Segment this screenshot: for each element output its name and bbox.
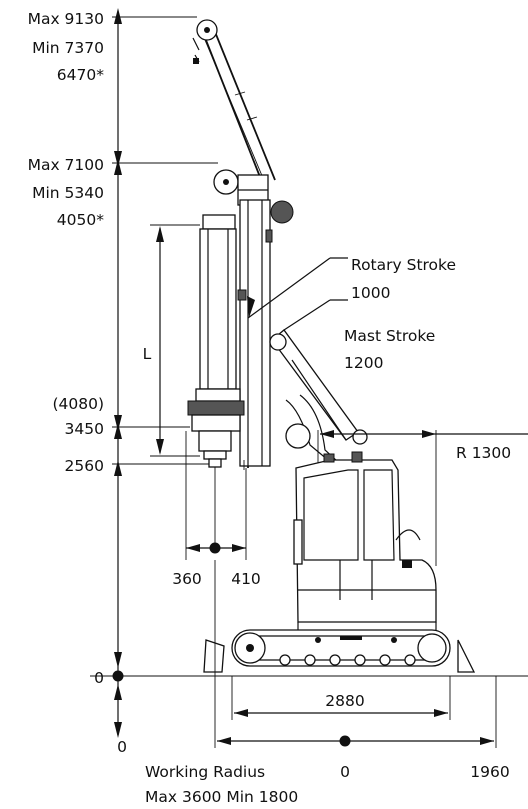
offset-dimension: 360 410 xyxy=(172,431,261,588)
label-mast-top-min: Min 7370 xyxy=(32,39,104,57)
length-dimension: L xyxy=(143,224,200,457)
label-track-length: 2880 xyxy=(325,692,364,710)
label-offset-right: 410 xyxy=(231,570,261,588)
label-length: L xyxy=(143,345,152,363)
label-mast-top-max: Max 9130 xyxy=(28,10,104,28)
height-labels: Max 9130 Min 7370 6470* Max 7100 Min 534… xyxy=(28,10,127,756)
label-working-radius: Working Radius xyxy=(145,763,265,781)
radius-origin-dot xyxy=(339,735,351,747)
undercarriage xyxy=(203,622,476,673)
track-length-dimension: 2880 xyxy=(231,676,451,720)
working-radius-axis: 0 1960 Working Radius Max 3600 Min 1800 xyxy=(145,560,510,806)
label-rotary-stroke: Rotary Stroke xyxy=(351,256,456,274)
mast-body xyxy=(237,199,348,470)
label-mast-mid-min: Min 5340 xyxy=(32,184,104,202)
radius-dimension: R 1300 xyxy=(317,430,528,566)
mast-cylinder xyxy=(269,299,368,463)
label-mast-mid-max: Max 7100 xyxy=(28,156,104,174)
label-rotary-height-paren: (4080) xyxy=(52,395,104,413)
label-ground: 0 xyxy=(94,669,104,687)
label-rotary-height: 3450 xyxy=(65,420,104,438)
label-below-ground: 0 xyxy=(117,738,127,756)
label-mast-mid-star: 4050* xyxy=(57,211,104,229)
machine-cab xyxy=(293,451,437,623)
label-mast-stroke-value: 1200 xyxy=(344,354,383,372)
label-mast-stroke: Mast Stroke xyxy=(344,327,435,345)
stroke-labels: Rotary Stroke 1000 Mast Stroke 1200 xyxy=(344,256,456,372)
label-axis-zero: 0 xyxy=(340,763,350,781)
upper-boom xyxy=(192,19,276,191)
label-working-radius-range: Max 3600 Min 1800 xyxy=(145,788,298,806)
label-mast-top-star: 6470* xyxy=(57,66,104,84)
rotary-head xyxy=(187,214,245,548)
label-offset-left: 360 xyxy=(172,570,202,588)
label-axis-end: 1960 xyxy=(470,763,509,781)
label-bit-height: 2560 xyxy=(65,457,104,475)
label-radius: R 1300 xyxy=(456,444,511,462)
label-rotary-stroke-value: 1000 xyxy=(351,284,390,302)
height-axis xyxy=(90,8,528,738)
